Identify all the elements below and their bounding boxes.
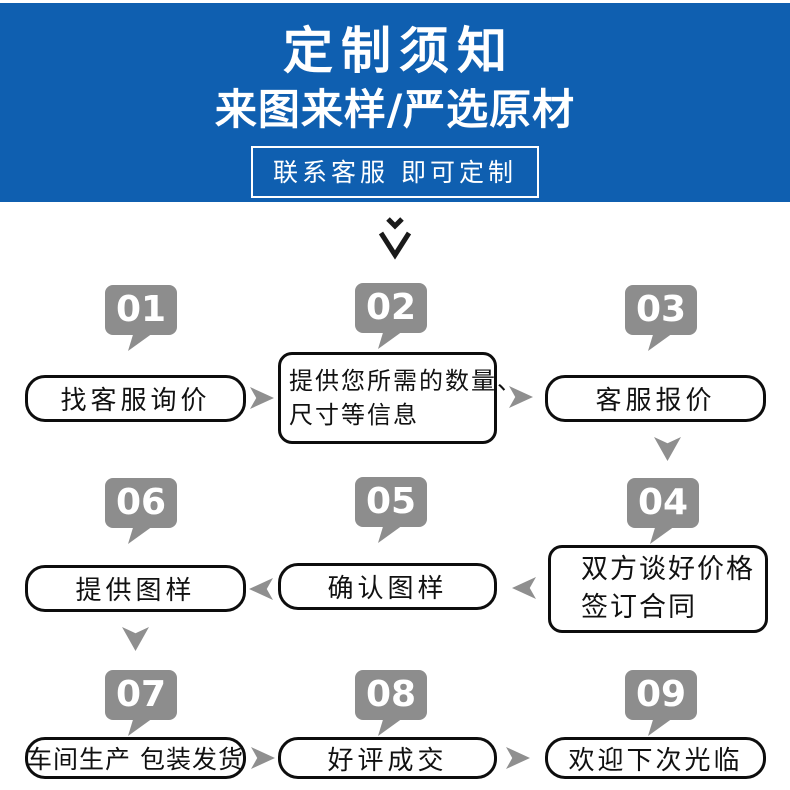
- badge-tail: [650, 526, 675, 544]
- step-badge-07: 07: [105, 670, 177, 736]
- step-box-06: 提供图样: [25, 565, 246, 612]
- step-label: 车间生产 包装发货: [27, 745, 244, 774]
- badge-tail: [648, 718, 673, 736]
- step-badge-05: 05: [355, 477, 427, 543]
- step-badge-03: 03: [625, 285, 697, 351]
- step-number: 08: [365, 674, 417, 715]
- step-badge-08: 08: [355, 670, 427, 736]
- step-number: 07: [115, 674, 167, 715]
- step-badge-09: 09: [625, 670, 697, 736]
- step-badge-06: 06: [105, 478, 177, 544]
- arrow-left-icon: [249, 578, 273, 600]
- arrow-left-icon: [512, 577, 536, 599]
- banner: 定制须知 来图来样/严选原材 联系客服 即可定制: [0, 3, 790, 202]
- badge-tail: [128, 526, 153, 544]
- step-label-line2: 尺寸等信息: [289, 401, 419, 429]
- arrow-right-icon: [506, 747, 530, 769]
- step-label: 客服报价: [595, 386, 716, 416]
- step-label: 好评成交: [327, 745, 448, 776]
- step-box-02: 提供您所需的数量、 尺寸等信息: [278, 352, 521, 444]
- step-label: 欢迎下次光临: [568, 745, 743, 776]
- step-number: 09: [635, 674, 687, 715]
- arrow-down-icon: [122, 627, 149, 651]
- step-label: 确认图样: [327, 574, 448, 604]
- step-badge-01: 01: [105, 285, 177, 351]
- step-box-07: 车间生产 包装发货: [25, 737, 246, 779]
- step-badge-04: 04: [627, 478, 699, 544]
- step-label: 找客服询价: [60, 386, 211, 416]
- step-label-line1: 提供您所需的数量、: [289, 367, 523, 395]
- step-label-line1: 双方谈好价格: [581, 554, 755, 585]
- arrow-down-icon: [654, 437, 681, 461]
- badge-tail: [378, 525, 403, 543]
- arrow-right-icon: [251, 747, 275, 769]
- contact-service-cta: 联系客服 即可定制: [251, 145, 539, 198]
- badge-tail: [378, 331, 403, 349]
- step-label: 提供图样: [75, 576, 196, 606]
- step-box-05: 确认图样: [278, 563, 497, 610]
- step-box-08: 好评成交: [278, 737, 497, 779]
- chevron-down-icon: [378, 217, 412, 260]
- page-title: 定制须知: [283, 22, 515, 80]
- step-number: 01: [115, 289, 167, 330]
- step-number: 03: [635, 289, 687, 330]
- step-number: 06: [115, 482, 167, 523]
- step-label-line2: 签订合同: [581, 592, 697, 623]
- step-box-04: 双方谈好价格 签订合同: [548, 545, 768, 633]
- badge-tail: [128, 333, 153, 351]
- badge-tail: [128, 718, 153, 736]
- step-number: 04: [637, 482, 689, 523]
- step-number: 02: [365, 287, 417, 328]
- arrow-right-icon: [250, 387, 274, 409]
- step-box-09: 欢迎下次光临: [545, 737, 766, 779]
- step-number: 05: [365, 481, 417, 522]
- badge-tail: [648, 333, 673, 351]
- step-box-03: 客服报价: [545, 375, 766, 422]
- badge-tail: [378, 718, 403, 736]
- banner-subtitle: 来图来样/严选原材: [214, 84, 576, 134]
- step-badge-02: 02: [355, 283, 427, 349]
- step-box-01: 找客服询价: [25, 375, 246, 422]
